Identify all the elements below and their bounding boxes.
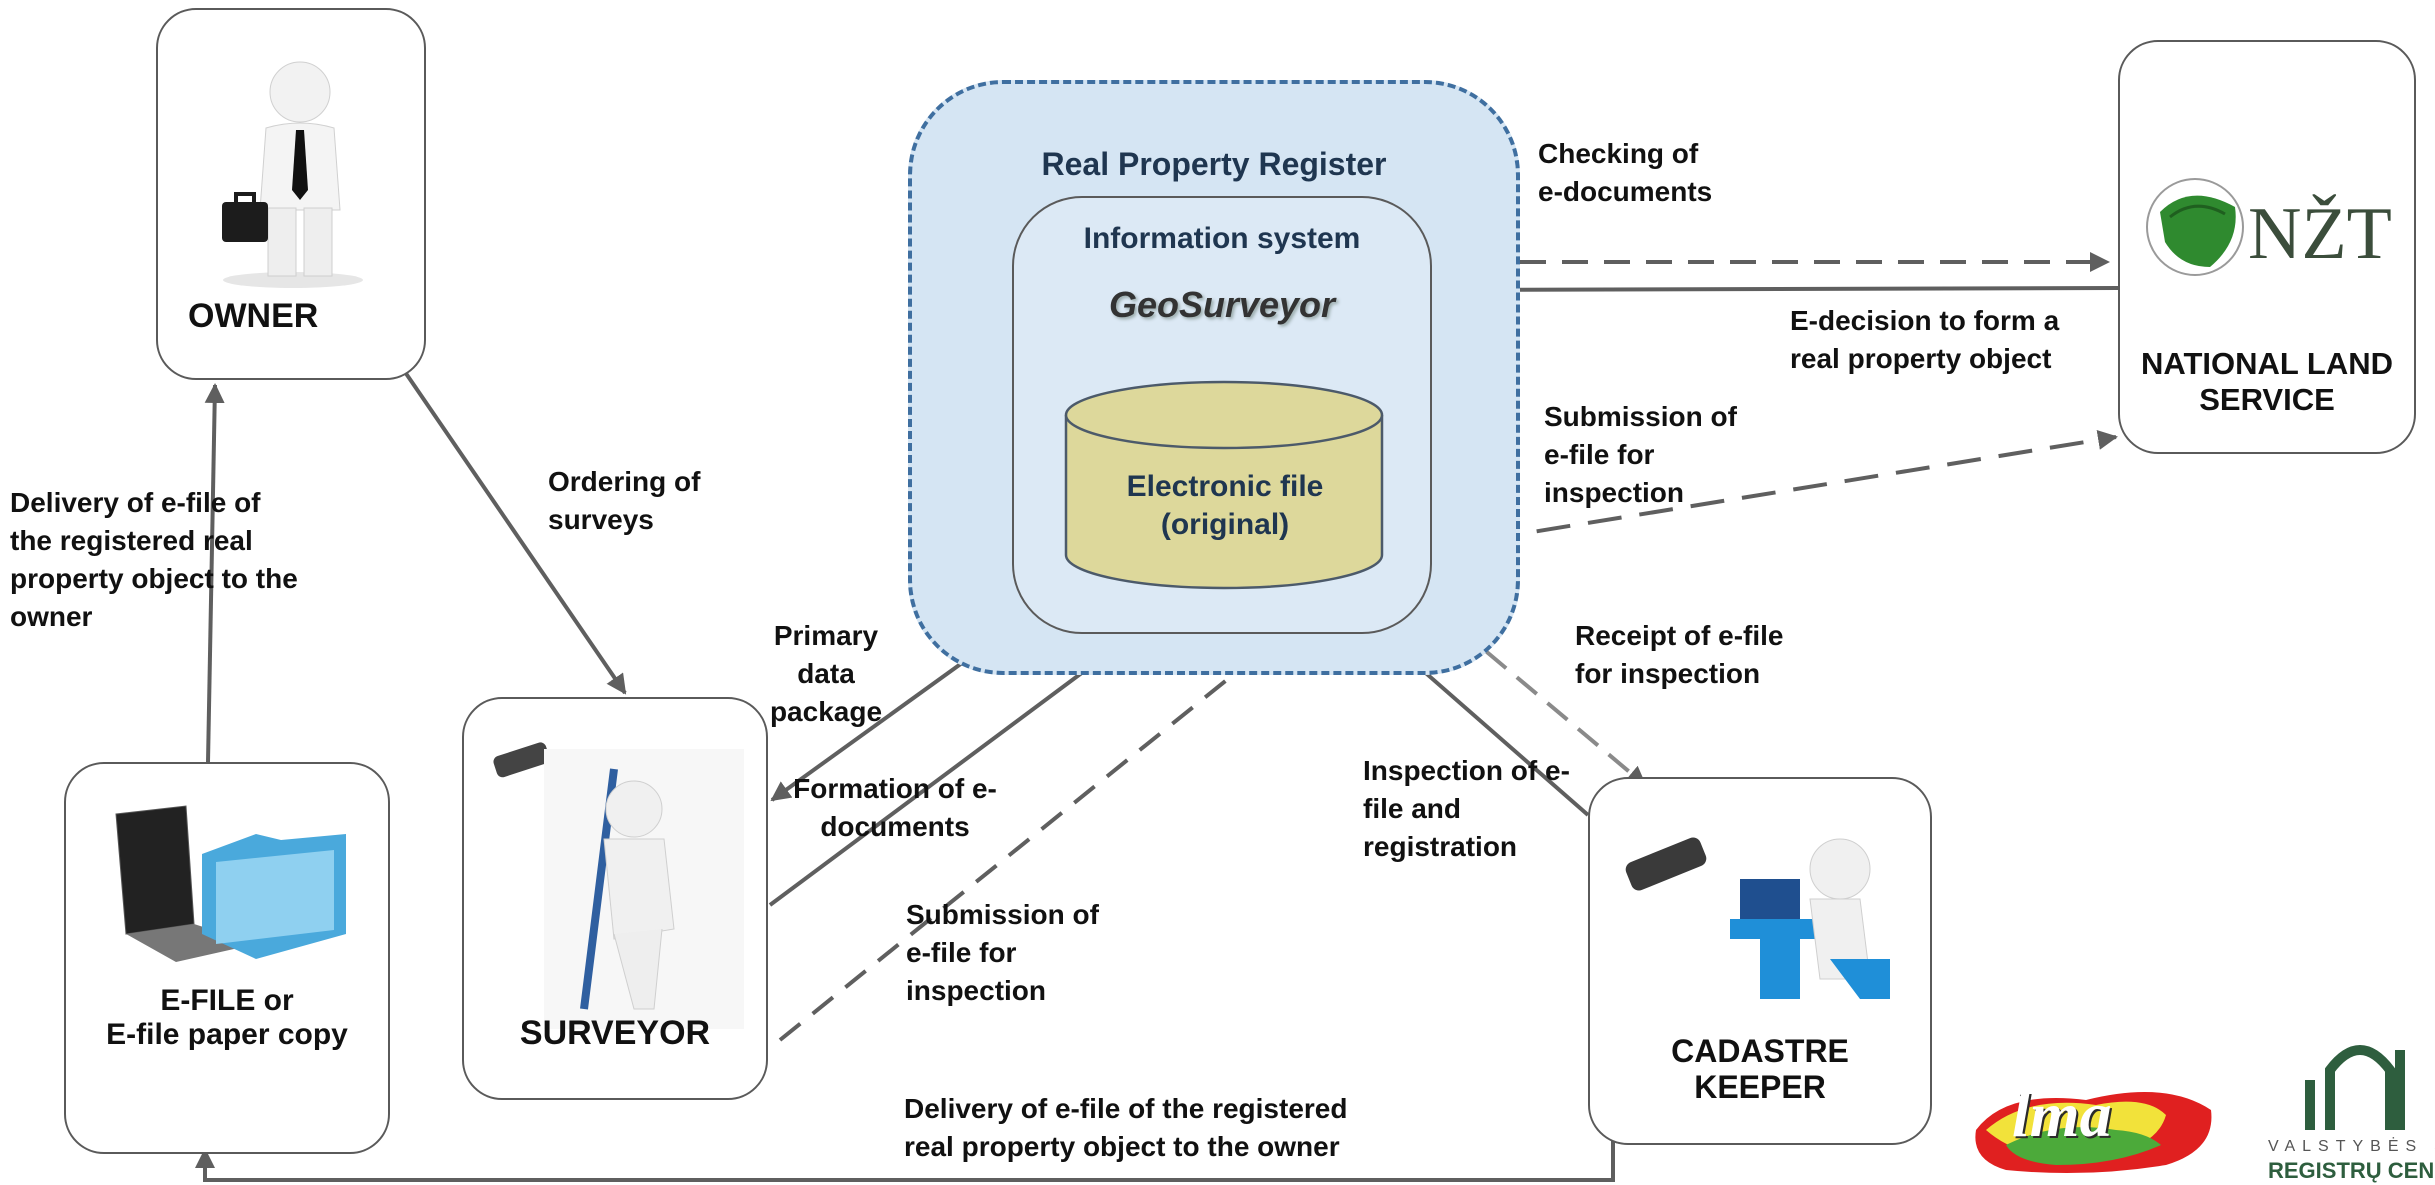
electronic-file-label: Electronic file (original) [1126,470,1324,541]
label-receipt-for-inspection: Receipt of e-file for inspection [1575,620,1784,689]
label-e-decision: E-decision to form a real property objec… [1790,305,2060,374]
nzt-logo-text: NŽT [2248,193,2392,275]
register-title: Real Property Register [1041,146,1387,182]
label-primary-data-package: Primary data package [769,620,883,727]
label-delivery-to-owner: Delivery of e-file of the registered rea… [10,487,298,632]
label-delivery-bottom: Delivery of e-file of the registered rea… [904,1093,1348,1162]
arrow-efile-to-owner [204,383,225,763]
geosurveyor-title: GeoSurveyor [1108,284,1336,325]
keeper-at-computer-icon [1625,837,1890,999]
surveyor-figure-icon [493,742,744,1029]
surveyor-title: SURVEYOR [519,1014,711,1052]
arrow-surveyor-submission-dashed [778,635,1282,1042]
businessman-icon [222,61,363,288]
arrow-surveyor-to-register [768,635,1132,907]
cadastre-keeper-node: CADASTRE KEEPER [1588,777,1932,1145]
arrow-keeper-to-efile [195,1140,1615,1182]
label-submission-from-surveyor: Submission of e-file for inspection [906,899,1099,1006]
laptop-and-folder-icon [115,805,346,962]
label-ordering-of-surveys: Ordering of surveys [548,466,701,535]
label-formation-of-e-documents: Formation of e- documents [793,773,997,842]
database-cylinder-icon [1064,380,1384,590]
efile-node: E-FILE or E-file paper copy [64,762,390,1154]
registru-centras-logo-icon [2305,1045,2405,1130]
owner-title: OWNER [188,297,319,335]
valstybes-text: VALSTYBĖS J [2268,1138,2435,1155]
arrow-submission-to-nls-dashed [1433,430,2118,550]
label-inspection-and-registration: Inspection of e- file and registration [1363,755,1570,862]
label-checking-of-e-documents: Checking of e-documents [1538,138,1713,207]
national-land-service-node: NŽT NATIONAL LAND SERVICE [2118,40,2416,454]
efile-title: E-FILE or E-file paper copy [106,984,348,1051]
arrow-owner-to-surveyor [403,370,627,695]
label-submission-to-nls: Submission of e-file for inspection [1544,401,1737,508]
cadastre-keeper-title: CADASTRE KEEPER [1671,1033,1849,1105]
owner-node: OWNER [156,8,426,380]
lma-logo-text: lma [2012,1079,2112,1150]
information-system-title: Information system [1083,222,1361,255]
arrow-e-decision [1430,279,2119,300]
registru-centras-text: REGISTRŲ CEN [2268,1158,2435,1183]
surveyor-node: SURVEYOR [462,697,768,1100]
nzt-globe-logo-icon [2146,178,2244,276]
lma-logo-icon [1975,1092,2212,1174]
national-land-service-title: NATIONAL LAND SERVICE [2141,346,2393,417]
